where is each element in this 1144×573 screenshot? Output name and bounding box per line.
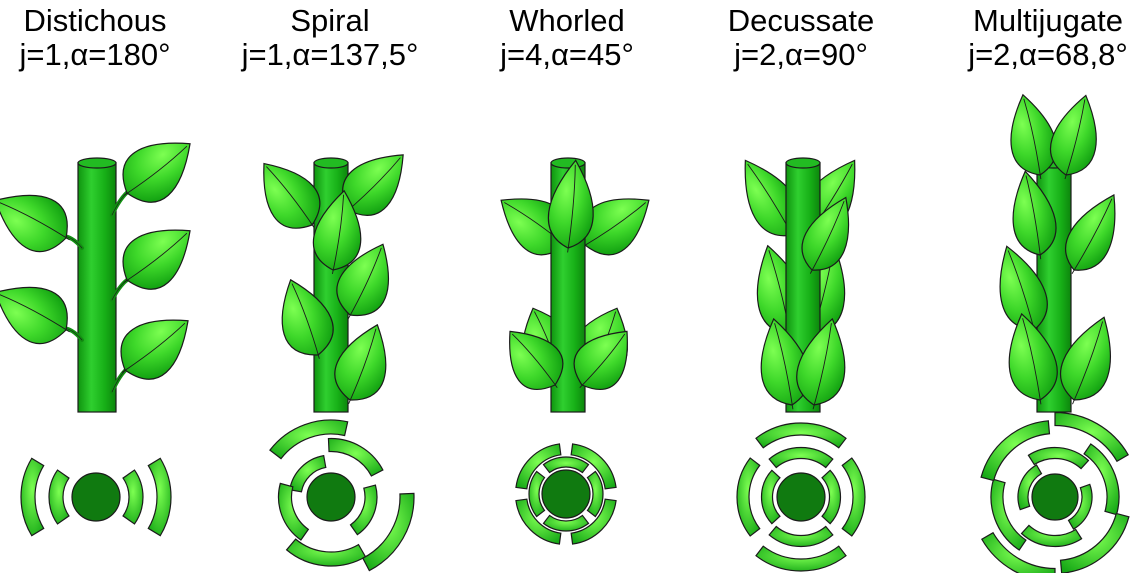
stem — [78, 158, 116, 412]
leaf — [0, 176, 82, 264]
stem-top — [551, 158, 585, 168]
leaf — [107, 122, 207, 217]
stem-section — [777, 473, 825, 521]
leaf-crescent — [756, 423, 846, 448]
stem-section — [542, 470, 590, 518]
stems-layer — [0, 90, 1133, 414]
leaf-blade — [0, 268, 79, 354]
leaf — [0, 268, 82, 356]
leaf-blade — [110, 209, 207, 301]
plant-multijugate — [986, 90, 1133, 412]
leaf-blade — [110, 122, 207, 214]
leaf-crescent — [123, 470, 143, 524]
stem-top — [78, 158, 116, 168]
leaf-crescent — [21, 458, 44, 535]
plant-distichous — [0, 122, 207, 412]
stem-section — [307, 473, 355, 521]
stem-top — [314, 158, 348, 168]
stem-section — [1032, 474, 1078, 520]
plant-spiral — [244, 137, 420, 412]
leaf-crescent — [49, 470, 69, 524]
section-whorled — [516, 444, 616, 544]
plant-decussate — [726, 149, 873, 415]
leaf-blade — [0, 176, 79, 262]
section-spiral — [270, 420, 414, 571]
leaf-crescent — [769, 526, 833, 546]
cross-sections-layer — [21, 413, 1129, 573]
section-decussate — [737, 423, 865, 571]
section-multijugate — [981, 413, 1129, 573]
leaf — [107, 209, 207, 304]
leaf-crescent — [148, 458, 171, 535]
leaf-crescent — [279, 483, 309, 540]
stem-section — [72, 473, 120, 521]
leaf-crescent — [842, 458, 865, 536]
leaf-crescent — [287, 539, 366, 566]
leaf-blade — [108, 299, 205, 391]
leaf-crescent — [769, 448, 833, 468]
leaf-crescent — [737, 458, 760, 536]
section-distichous — [21, 458, 171, 535]
leaf-crescent — [756, 546, 846, 571]
plant-whorled — [486, 158, 664, 412]
stem-body — [78, 163, 116, 412]
leaf-crescent — [328, 439, 382, 476]
stem-top — [786, 158, 820, 168]
